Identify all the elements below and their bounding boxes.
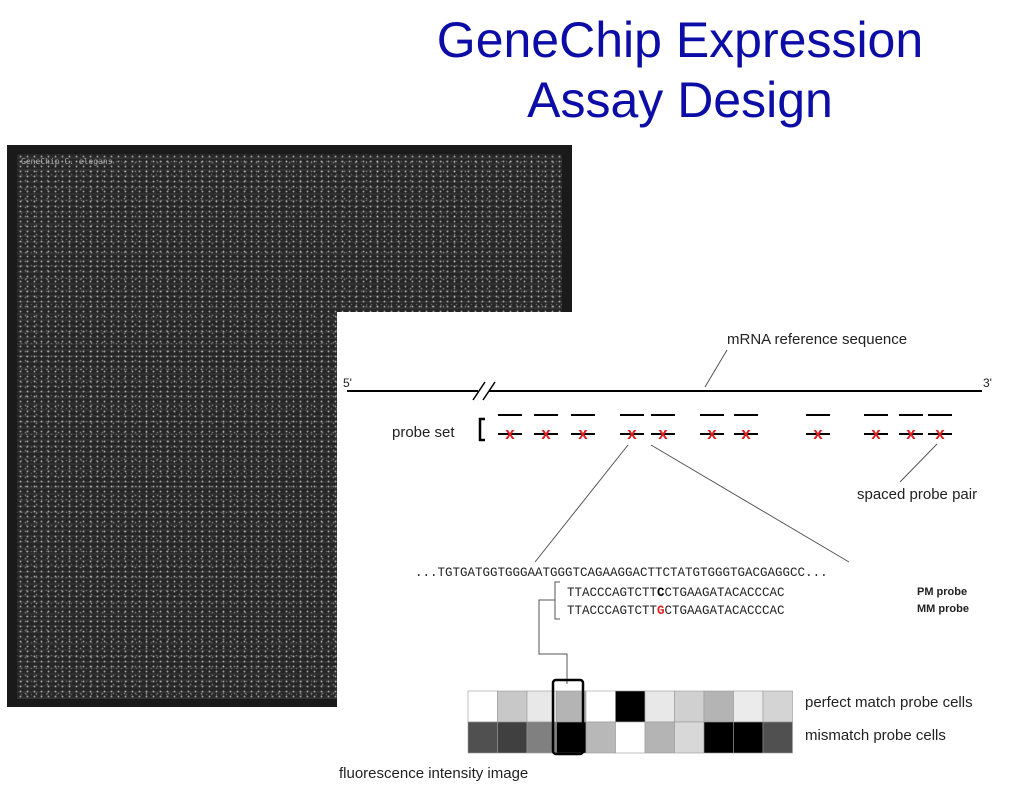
cell-leader-line xyxy=(538,599,568,684)
probe-bracket xyxy=(554,581,560,620)
break-mark-1 xyxy=(472,381,486,401)
chip-image-label: GeneChip C. elegans xyxy=(21,157,113,166)
mismatch-x-mark: x xyxy=(707,424,717,443)
mm-cell xyxy=(556,721,587,754)
mm-cell xyxy=(762,721,793,754)
mm-cell xyxy=(526,721,557,754)
mm-cell xyxy=(674,721,705,754)
pm-cell xyxy=(674,690,705,723)
pm-probe-sequence: TTACCCAGTCTTCCTGAAGATACACCCAC xyxy=(567,586,785,600)
page-title: GeneChip Expression Assay Design xyxy=(360,10,1000,130)
pm-cell xyxy=(556,690,587,723)
mismatch-x-mark: x xyxy=(541,424,551,443)
mm-cell xyxy=(467,721,498,754)
assay-design-diagram: mRNA reference sequence 5' 3' probe set … xyxy=(337,312,1023,797)
mismatch-x-mark: x xyxy=(935,424,945,443)
mismatch-x-mark: x xyxy=(741,424,751,443)
pm-cells-label: perfect match probe cells xyxy=(805,694,973,711)
pm-cell xyxy=(703,690,734,723)
reference-sequence: ...TGTGATGGTGGGAATGGGTCAGAAGGACTTCTATGTG… xyxy=(415,566,828,580)
spaced-pair-label: spaced probe pair xyxy=(857,486,977,503)
mismatch-x-mark: x xyxy=(906,424,916,443)
pm-cell xyxy=(644,690,675,723)
pm-cell xyxy=(762,690,793,723)
mm-cell xyxy=(497,721,528,754)
title-line-2: Assay Design xyxy=(527,72,833,128)
mrna-label: mRNA reference sequence xyxy=(727,331,907,348)
pm-cell xyxy=(733,690,764,723)
highlight-cell-frame xyxy=(551,678,585,756)
mm-cell xyxy=(703,721,734,754)
break-mark-2 xyxy=(482,381,496,401)
zoom-line-left xyxy=(534,444,629,563)
spaced-pair-leader xyxy=(899,443,938,483)
mismatch-x-mark: x xyxy=(658,424,668,443)
mrna-leader-line xyxy=(704,349,728,388)
mm-cell xyxy=(733,721,764,754)
mm-cells-label: mismatch probe cells xyxy=(805,727,946,744)
pm-cell xyxy=(526,690,557,723)
three-prime-label: 3' xyxy=(983,376,992,390)
mm-probe-sequence: TTACCCAGTCTTGCTGAAGATACACCCAC xyxy=(567,604,785,618)
fluorescence-label: fluorescence intensity image xyxy=(339,765,528,782)
pm-cell xyxy=(497,690,528,723)
mm-cell xyxy=(585,721,616,754)
five-prime-label: 5' xyxy=(343,376,352,390)
pm-probe-label: PM probe xyxy=(917,586,967,598)
mm-probe-label: MM probe xyxy=(917,603,969,615)
pm-cell xyxy=(585,690,616,723)
mm-cell xyxy=(644,721,675,754)
pm-cell xyxy=(615,690,646,723)
mismatch-x-mark: x xyxy=(813,424,823,443)
mismatch-x-mark: x xyxy=(505,424,515,443)
mismatch-x-mark: x xyxy=(578,424,588,443)
title-line-1: GeneChip Expression xyxy=(436,12,924,68)
probe-cell-grid xyxy=(467,690,793,754)
probe-set-label: probe set xyxy=(392,424,455,441)
mismatch-x-mark: x xyxy=(627,424,637,443)
pm-cell xyxy=(467,690,498,723)
probe-set-bracket xyxy=(478,417,485,442)
mm-cell xyxy=(615,721,646,754)
diagram-canvas: mRNA reference sequence 5' 3' probe set … xyxy=(339,331,992,782)
mismatch-x-mark: x xyxy=(871,424,881,443)
zoom-line-right xyxy=(650,444,850,563)
